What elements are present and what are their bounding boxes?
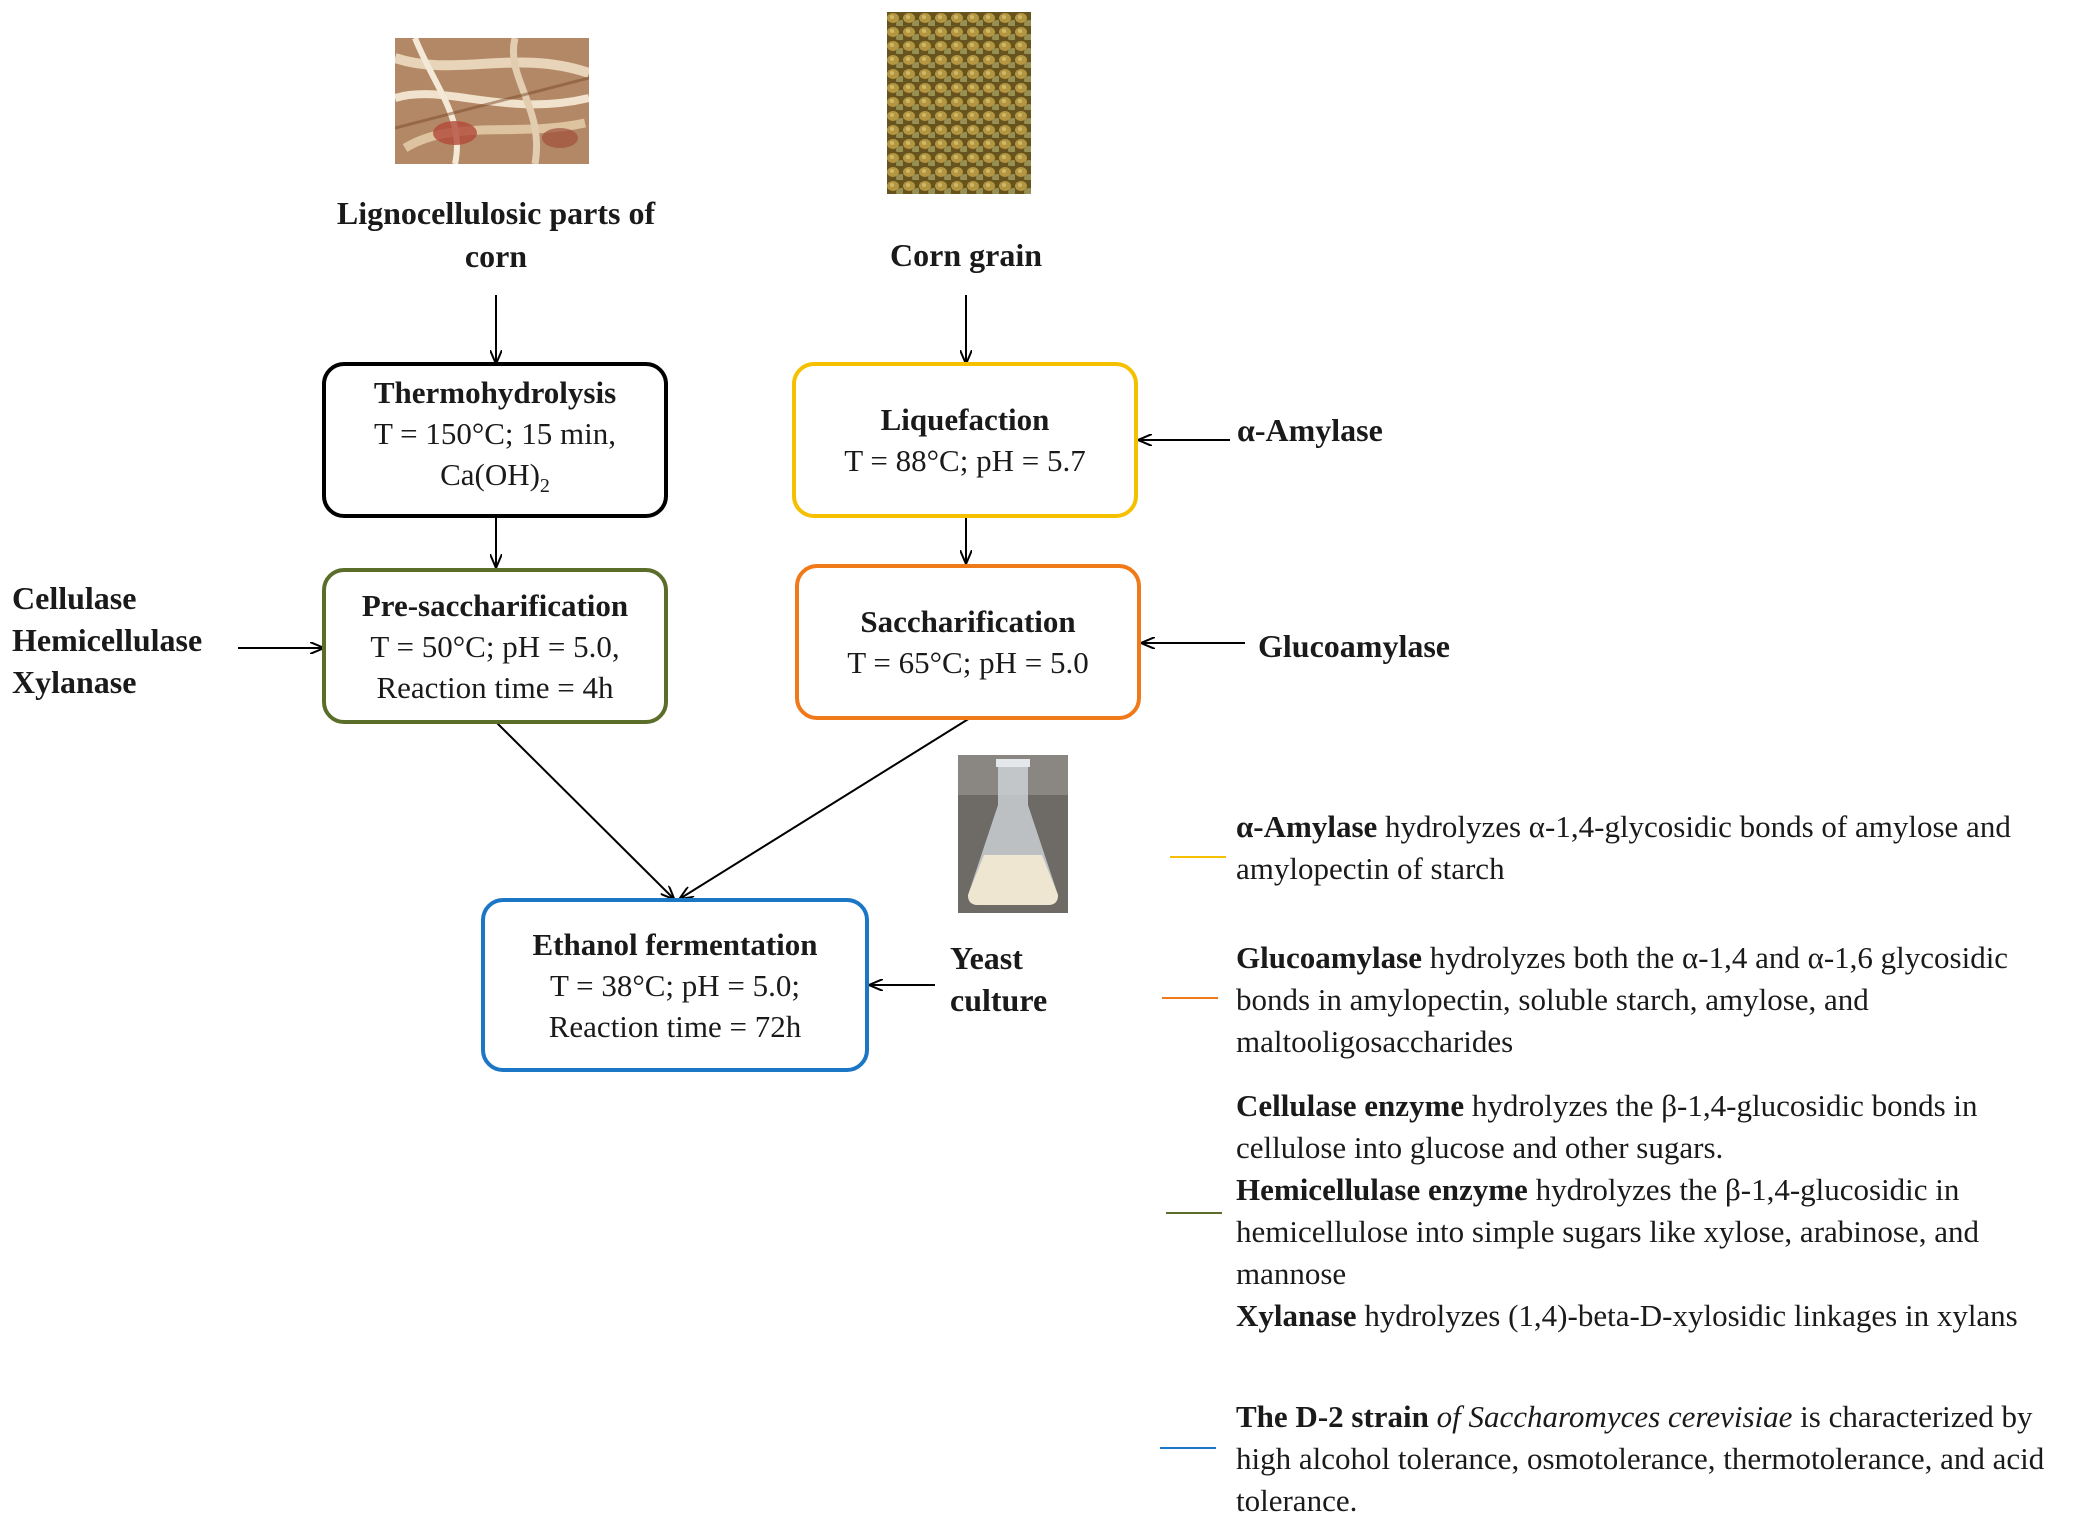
legend-swatch-cellulase [1166, 1212, 1222, 1214]
legend-amylase: α-Amylase hydrolyzes α-1,4-glycosidic bo… [1236, 809, 2011, 886]
pre-saccharification-time: Reaction time = 4h [376, 669, 614, 705]
liquefaction-title: Liquefaction [880, 402, 1050, 437]
lignocellulosic-source-label: Lignocellulosic parts of corn [336, 195, 656, 274]
thermohydrolysis-conditions: T = 150°C; 15 min, [373, 416, 617, 452]
alpha-amylase-input-label: α-Amylase [1237, 412, 1383, 448]
liquefaction-conditions: T = 88°C; pH = 5.7 [844, 443, 1086, 478]
corn-grain-image [887, 12, 1031, 194]
corn-stover-photo [395, 38, 589, 164]
corn-grain-photo [887, 12, 1031, 194]
legend-swatch-yeast [1160, 1447, 1216, 1449]
legend-cellulase: Cellulase enzyme hydrolyzes the β-1,4-gl… [1236, 1088, 1978, 1165]
pre-saccharification-title: Pre-saccharification [361, 587, 629, 623]
legend-xylanase: Xylanase hydrolyzes (1,4)-beta-D-xylosid… [1236, 1298, 2018, 1333]
ethanol-fermentation-conditions: T = 38°C; pH = 5.0; [549, 967, 801, 1003]
legend-swatch-glucoamylase [1162, 997, 1218, 999]
glucoamylase-input-label: Glucoamylase [1258, 628, 1450, 664]
ethanol-fermentation-title: Ethanol fermentation [532, 926, 818, 962]
saccharification-title: Saccharification [860, 604, 1076, 639]
thermohydrolysis-box: Thermohydrolysis T = 150°C; 15 min, Ca(O… [322, 362, 668, 518]
pre-saccharification-conditions: T = 50°C; pH = 5.0, [370, 628, 620, 664]
arrow-presacch-to-fermentation [495, 721, 673, 898]
legend-hemicellulase: Hemicellulase enzyme hydrolyzes the β-1,… [1236, 1172, 1979, 1291]
pre-saccharification-box: Pre-saccharification T = 50°C; pH = 5.0,… [322, 568, 668, 724]
corn-stover-image [395, 38, 589, 164]
yeast-flask-photo [958, 755, 1068, 913]
enzymes-input-label: Cellulase Hemicellulase Xylanase [12, 580, 203, 700]
legend-yeast: The D-2 strain of Saccharomyces cerevisi… [1236, 1399, 2045, 1518]
yeast-flask-image [958, 755, 1068, 913]
yeast-culture-input-label: Yeast culture [950, 940, 1048, 1018]
legend-glucoamylase: Glucoamylase hydrolyzes both the α-1,4 a… [1236, 940, 2009, 1059]
thermohydrolysis-title: Thermohydrolysis [373, 375, 617, 411]
thermohydrolysis-reagent: Ca(OH)2 [440, 457, 550, 498]
liquefaction-box: Liquefaction T = 88°C; pH = 5.7 [792, 362, 1138, 518]
ethanol-fermentation-time: Reaction time = 72h [548, 1008, 802, 1044]
arrow-saccharification-to-fermentation [681, 717, 971, 898]
ethanol-fermentation-box: Ethanol fermentation T = 38°C; pH = 5.0;… [481, 898, 869, 1072]
saccharification-conditions: T = 65°C; pH = 5.0 [847, 645, 1089, 680]
legend-swatch-amylase [1170, 856, 1226, 858]
corn-grain-source-label: Corn grain [890, 237, 1042, 273]
saccharification-box: Saccharification T = 65°C; pH = 5.0 [795, 564, 1141, 720]
